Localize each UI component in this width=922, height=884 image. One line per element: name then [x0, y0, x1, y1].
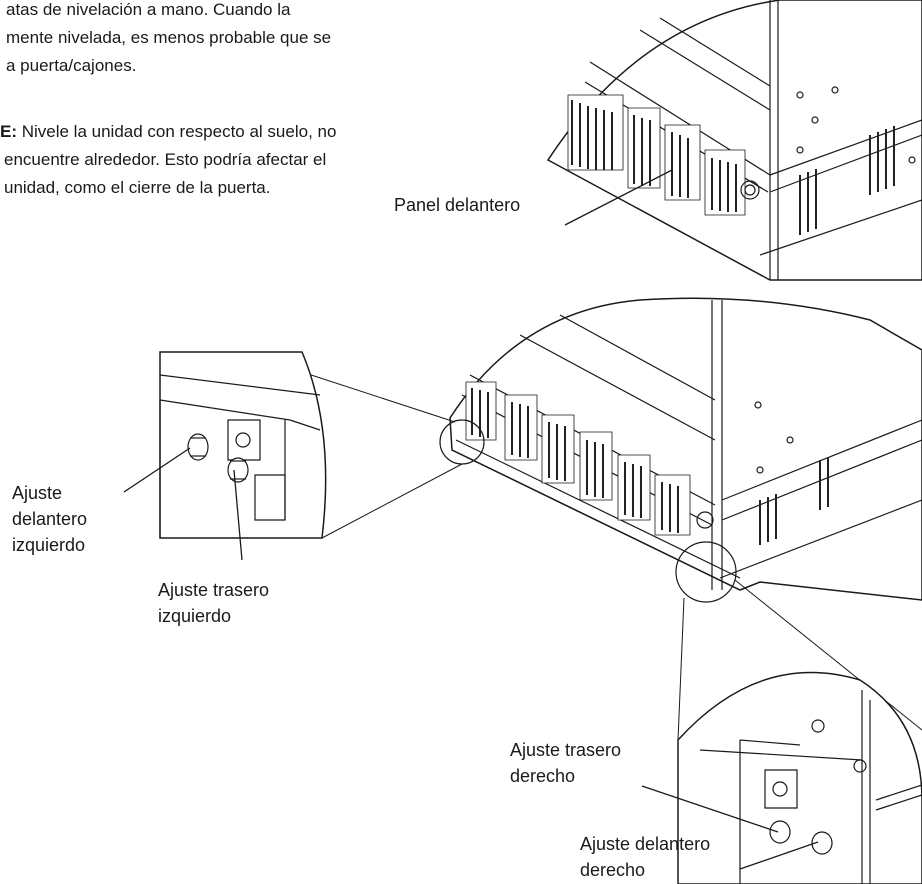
left-rear-adjuster-knob [228, 458, 248, 482]
label-line: izquierdo [158, 606, 232, 626]
instruction-line: atas de nivelación a mano. Cuando la [6, 0, 291, 19]
right-adjuster-inset [678, 673, 922, 884]
label-line: delantero [12, 509, 88, 529]
right-front-adjuster-knob [812, 832, 832, 854]
label-line: derecho [510, 766, 576, 786]
label-line: Ajuste trasero [158, 580, 270, 600]
label-line: Ajuste delantero [580, 834, 711, 854]
left-adjuster-inset [160, 352, 326, 538]
label-line: Ajuste [12, 483, 63, 503]
callout-leaders [124, 170, 818, 869]
front-panel-label: Panel delantero [394, 195, 521, 215]
front-grille [568, 95, 745, 215]
note-line: E: Nivele la unidad con respecto al suel… [0, 118, 336, 146]
note-paragraph: E: Nivele la unidad con respecto al suel… [0, 118, 336, 202]
label-line: izquierdo [12, 535, 86, 555]
front-panel-inset [548, 0, 922, 280]
left-rear-adjuster-label: Ajuste trasero izquierdo [158, 577, 269, 629]
note-text: Nivele la unidad con respecto al suelo, … [17, 122, 337, 141]
label-line: Ajuste trasero [510, 740, 622, 760]
note-label: E: [0, 122, 17, 141]
instruction-line: mente nivelada, es menos probable que se [6, 28, 332, 47]
right-rear-adjuster-label: Ajuste trasero derecho [510, 737, 621, 789]
right-front-adjuster-label: Ajuste delantero derecho [580, 831, 710, 883]
label-line: derecho [580, 860, 646, 880]
instruction-line: a puerta/cajones. [6, 56, 137, 75]
instruction-paragraph: atas de nivelación a mano. Cuando la men… [6, 0, 331, 80]
note-line: encuentre alrededor. Esto podría afectar… [4, 150, 327, 169]
right-rear-adjuster-knob [770, 821, 790, 843]
left-front-adjuster-knob [188, 434, 208, 460]
unit-drawing [440, 298, 922, 602]
note-line: unidad, como el cierre de la puerta. [4, 178, 271, 197]
left-front-adjuster-label: Ajuste delantero izquierdo [12, 480, 87, 558]
main-grille [466, 382, 690, 535]
